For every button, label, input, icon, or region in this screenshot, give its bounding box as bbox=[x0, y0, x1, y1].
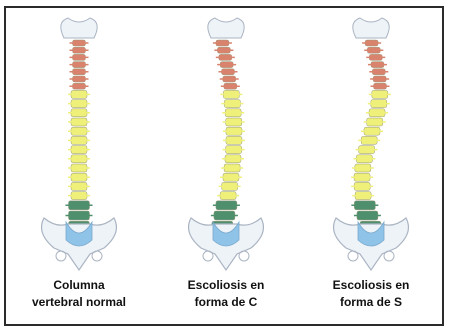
caption-c-line2: forma de C bbox=[153, 294, 299, 311]
s-scoliosis-illustration bbox=[298, 8, 444, 278]
panel-s-scoliosis: Escoliosis en forma de S bbox=[298, 8, 444, 324]
pelvis-icon bbox=[42, 218, 117, 270]
caption-normal-line2: vertebral normal bbox=[6, 294, 152, 311]
c-scoliosis-illustration bbox=[153, 8, 299, 278]
caption-normal-line1: Columna bbox=[6, 277, 152, 294]
spine-icon bbox=[351, 40, 391, 230]
caption-s-line1: Escoliosis en bbox=[298, 277, 444, 294]
spine-icon bbox=[66, 40, 93, 230]
skull-base-icon bbox=[353, 18, 389, 38]
panel-normal-spine: Columna vertebral normal bbox=[6, 8, 152, 324]
skull-base-icon bbox=[61, 18, 97, 38]
pelvis-icon bbox=[189, 218, 264, 270]
pelvis-icon bbox=[334, 218, 409, 270]
skull-base-icon bbox=[208, 18, 244, 38]
caption-s-shape: Escoliosis en forma de S bbox=[298, 277, 444, 311]
spine-icon bbox=[209, 40, 245, 230]
caption-c-shape: Escoliosis en forma de C bbox=[153, 277, 299, 311]
caption-c-line1: Escoliosis en bbox=[153, 277, 299, 294]
panel-c-scoliosis: Escoliosis en forma de C bbox=[153, 8, 299, 324]
caption-normal: Columna vertebral normal bbox=[6, 277, 152, 311]
normal-spine-illustration bbox=[6, 8, 152, 278]
caption-s-line2: forma de S bbox=[298, 294, 444, 311]
diagram-frame: Columna vertebral normal Escoliosis en f… bbox=[4, 6, 444, 326]
